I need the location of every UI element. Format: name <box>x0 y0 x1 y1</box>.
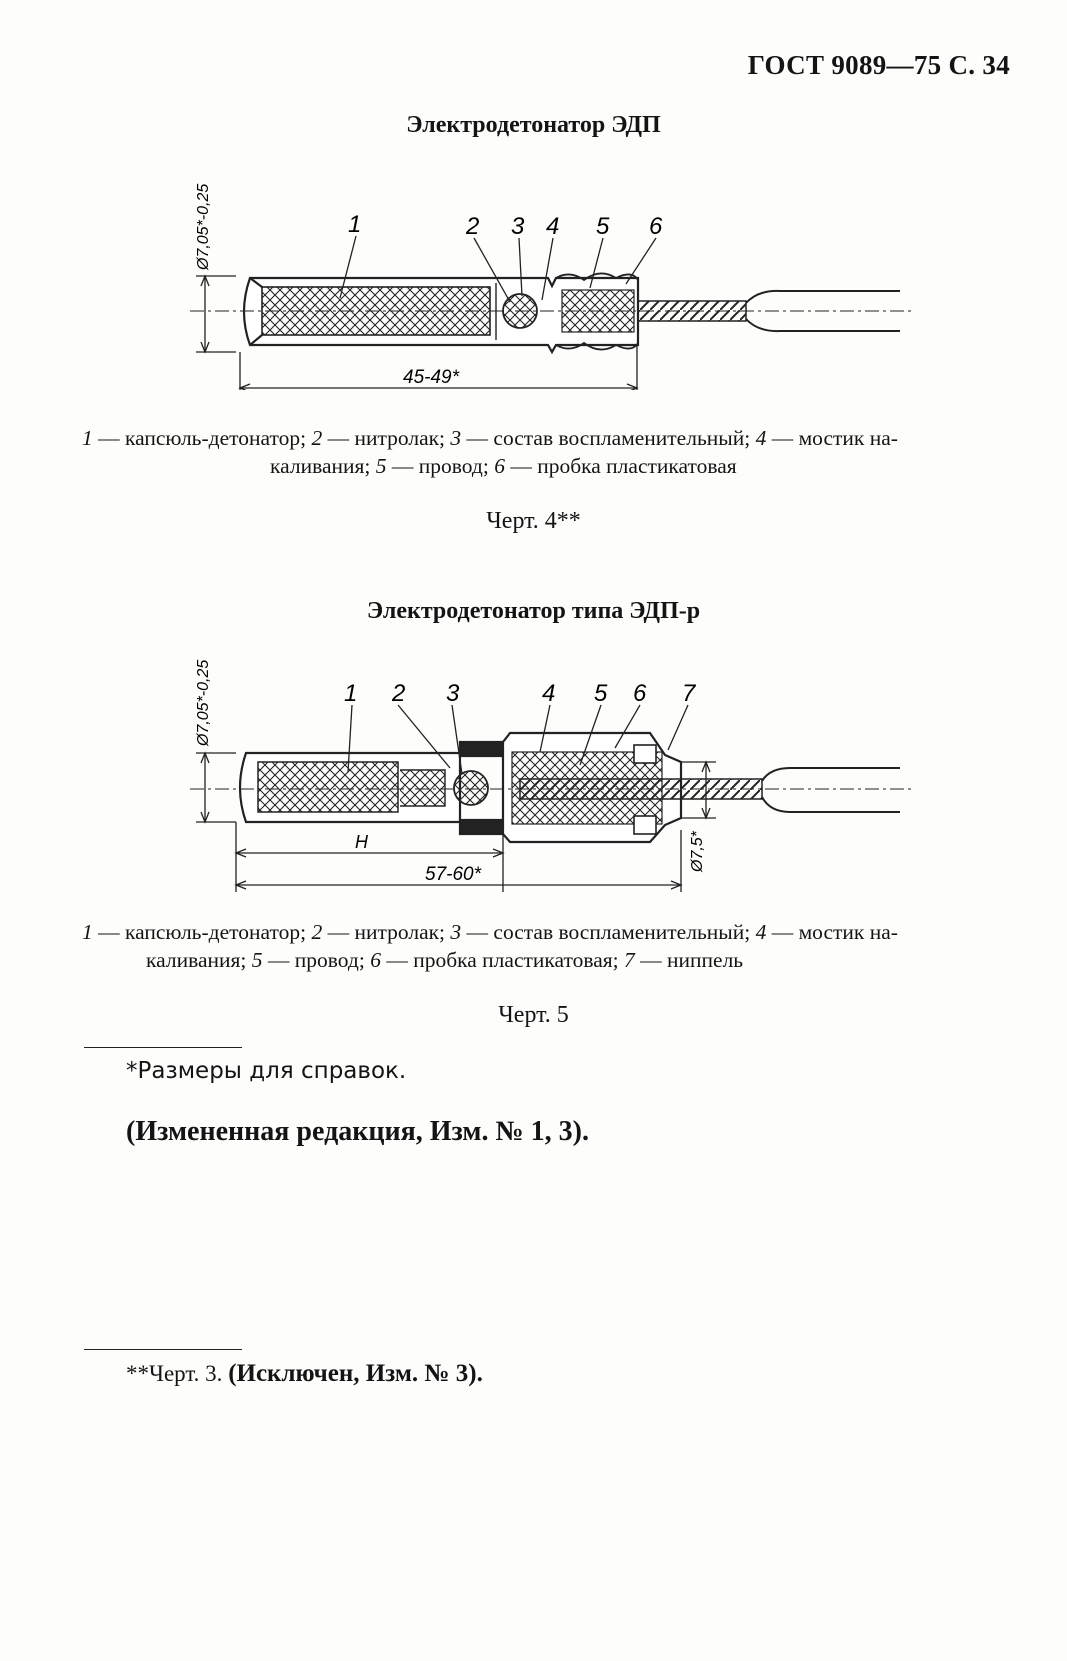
callout-2: 2 <box>391 680 405 707</box>
amendment-note: (Измененная редакция, Изм. № 1, 3). <box>126 1116 589 1147</box>
dim-diameter: Ø7,05*-0,25 <box>195 184 212 271</box>
callout-6: 6 <box>633 680 647 707</box>
figure4-chert-label: Черт. 4** <box>486 508 581 534</box>
callout-4: 4 <box>546 213 559 240</box>
figure5-title: Электродетонатор типа ЭДП-р <box>366 598 701 624</box>
dim-diameter: Ø7,05*-0,25 <box>195 660 212 747</box>
figure4-title: Электродетонатор ЭДП <box>406 112 661 138</box>
callout-7: 7 <box>682 680 697 707</box>
callout-2: 2 <box>465 213 479 240</box>
footnote-chert3: **Черт. 3. (Исключен, Изм. № 3). <box>126 1360 483 1387</box>
footnote-reference-sizes: *Размеры для справок. <box>126 1058 407 1084</box>
footnote-rule-2 <box>84 1349 242 1350</box>
callout-1: 1 <box>348 211 361 238</box>
dim-h: H <box>355 832 369 852</box>
footnote-rule-1 <box>84 1047 242 1048</box>
callout-3: 3 <box>446 680 460 707</box>
dim-length: 57-60* <box>425 864 482 885</box>
callout-1: 1 <box>344 680 357 707</box>
figure5-legend: 1 — капсюль-детонатор; 2 — нитролак; 3 —… <box>82 920 898 972</box>
dim-diameter-nipple: Ø7,5* <box>689 830 706 873</box>
figure4-legend: 1 — капсюль-детонатор; 2 — нитролак; 3 —… <box>82 426 898 478</box>
figure4-drawing: 1 2 3 4 5 6 45-49* Ø7,05*-0,25 <box>190 184 915 390</box>
page-header: ГОСТ 9089—75 С. 34 <box>747 50 1010 80</box>
callout-5: 5 <box>596 213 610 240</box>
callout-6: 6 <box>649 213 663 240</box>
callout-4: 4 <box>542 680 555 707</box>
figure5-chert-label: Черт. 5 <box>498 1002 569 1028</box>
detonator-body-edp <box>242 272 640 355</box>
callout-5: 5 <box>594 680 608 707</box>
callout-3: 3 <box>511 213 525 240</box>
dim-length: 45-49* <box>403 367 460 388</box>
figure5-drawing: 1 2 3 4 5 6 7 H 57-60* Ø7,05*-0,25 Ø7,5* <box>190 660 912 892</box>
